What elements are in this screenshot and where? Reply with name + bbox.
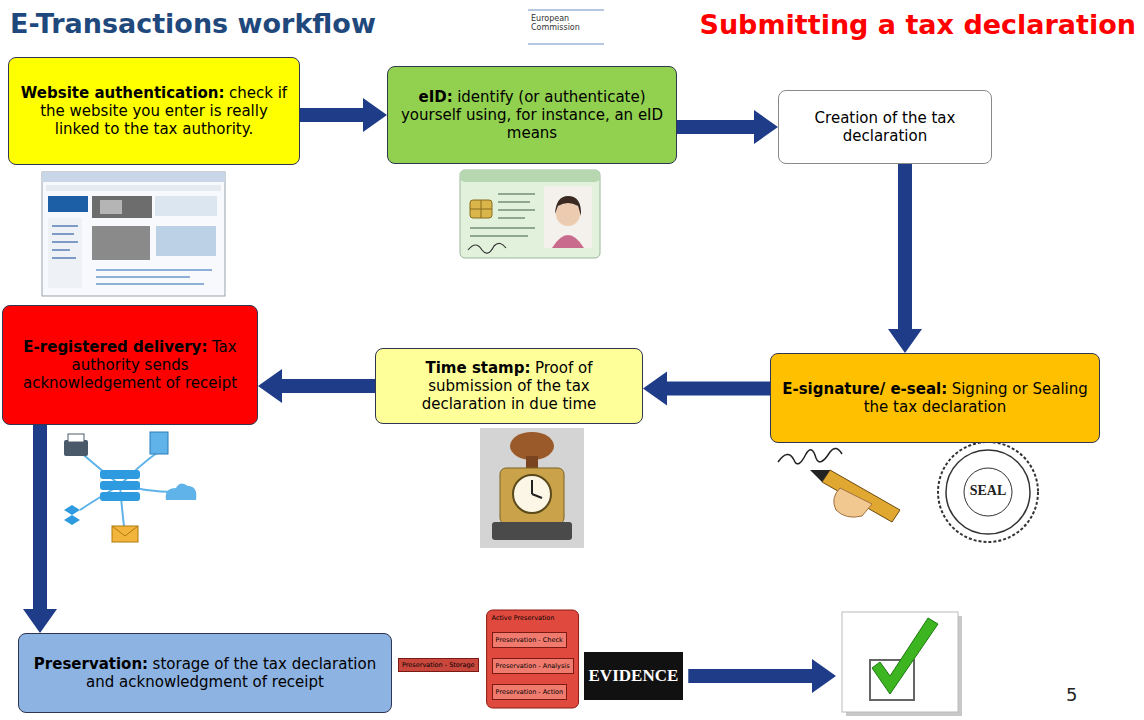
process-box: eID:identify (or authenticate) yourself … xyxy=(387,66,677,164)
evidence-image: EVIDENCE xyxy=(584,652,684,700)
eid-card xyxy=(460,170,600,258)
eid-card-part xyxy=(470,200,492,218)
preservation-heading: Active Preservation xyxy=(492,614,555,622)
slide-subtitle: Submitting a tax declaration xyxy=(699,9,1136,40)
box-heading: E-signature/ e-seal: xyxy=(782,380,947,398)
logo-lines xyxy=(528,10,604,44)
box-heading: Website authentication: xyxy=(21,84,225,102)
slide-title: E-Transactions workflow xyxy=(10,8,376,39)
company-seal-part xyxy=(938,442,1038,542)
box-text: Preservation:storage of the tax declarat… xyxy=(28,655,382,691)
delivery-icons-part xyxy=(100,470,140,479)
process-box: E-registered delivery:Tax authority send… xyxy=(2,305,258,425)
box-heading: eID: xyxy=(418,88,452,106)
flow-arrow xyxy=(23,425,57,633)
signature-pen-part xyxy=(834,488,872,517)
time-stamp-photo-part xyxy=(500,468,564,524)
eid-card-part xyxy=(544,186,592,248)
browser-screenshot-part xyxy=(96,270,212,284)
preservation-step: Preservation - Check xyxy=(492,632,567,648)
eid-card-part xyxy=(556,202,580,226)
eid-card-part xyxy=(552,235,584,248)
signature-pen xyxy=(778,448,900,522)
box-heading: Time stamp: xyxy=(426,359,531,377)
delivery-icons-part xyxy=(150,432,168,454)
browser-screenshot-part xyxy=(92,226,150,260)
page-number: 5 xyxy=(1066,684,1077,705)
time-stamp-photo-part xyxy=(480,428,584,548)
flow-arrow xyxy=(258,369,375,403)
preservation-step: Preservation - Action xyxy=(492,684,568,700)
box-text: Creation of the tax declaration xyxy=(788,109,982,145)
box-heading: E-registered delivery: xyxy=(23,338,207,356)
flow-arrow xyxy=(888,164,922,353)
browser-screenshot-part xyxy=(155,196,217,216)
box-text: E-registered delivery:Tax authority send… xyxy=(12,338,248,392)
eid-card-part xyxy=(470,200,492,218)
delivery-icons-part xyxy=(68,434,84,442)
browser-screenshot-part xyxy=(156,226,216,256)
preservation-step: Preservation - Analysis xyxy=(492,658,574,674)
eid-card-part xyxy=(468,243,506,253)
delivery-icons xyxy=(64,432,196,542)
result-arrow xyxy=(688,659,836,693)
logo-text: European Commission xyxy=(531,14,601,32)
browser-screenshot-part xyxy=(42,172,225,296)
time-stamp-photo xyxy=(480,428,584,548)
browser-screenshot xyxy=(42,172,225,296)
box-heading: Preservation: xyxy=(34,655,148,673)
browser-screenshot-part xyxy=(46,185,221,191)
signature-pen-part xyxy=(822,470,900,522)
company-seal xyxy=(938,442,1038,542)
check-box-part xyxy=(842,612,958,712)
time-stamp-photo-part xyxy=(492,522,572,540)
process-box: Website authentication:check if the webs… xyxy=(8,57,300,165)
process-box: Time stamp:Proof of submission of the ta… xyxy=(375,348,643,424)
delivery-icons-part xyxy=(112,526,138,542)
flow-arrow xyxy=(677,110,778,144)
eid-card-part xyxy=(555,196,581,216)
browser-screenshot-part xyxy=(48,196,88,212)
flow-arrow xyxy=(300,98,387,132)
process-box: Creation of the tax declaration xyxy=(778,90,992,164)
browser-screenshot-part xyxy=(100,200,122,214)
browser-screenshot-part xyxy=(48,218,82,288)
company-seal-part xyxy=(946,450,1030,534)
preservation-step: Preservation - Storage xyxy=(398,658,479,672)
process-box: Preservation:storage of the tax declarat… xyxy=(18,633,392,713)
signature-pen-part xyxy=(810,470,830,482)
process-box: E-signature/ e-seal:Signing or Sealing t… xyxy=(770,353,1100,443)
browser-screenshot-part xyxy=(52,226,78,258)
time-stamp-photo-part xyxy=(532,480,542,498)
box-text: E-signature/ e-seal:Signing or Sealing t… xyxy=(780,380,1090,416)
box-text: eID:identify (or authenticate) yourself … xyxy=(397,88,667,142)
preservation-frame xyxy=(487,610,579,708)
flow-arrow xyxy=(643,372,770,406)
delivery-icons-part xyxy=(166,483,197,500)
check-box xyxy=(842,612,962,716)
logo-lines-part xyxy=(528,44,604,45)
eid-card-part xyxy=(460,170,600,258)
box-text: Time stamp:Proof of submission of the ta… xyxy=(385,359,633,413)
logo-lines-part xyxy=(528,10,604,11)
eid-card-part xyxy=(460,170,600,182)
delivery-icons-part xyxy=(78,450,172,526)
eid-card-part xyxy=(470,194,535,236)
box-text: Website authentication:check if the webs… xyxy=(18,84,290,138)
delivery-icons-part xyxy=(100,481,140,490)
time-stamp-photo-part xyxy=(510,432,554,460)
browser-screenshot-part xyxy=(92,196,152,218)
delivery-icons-part xyxy=(100,492,140,501)
delivery-icons-part xyxy=(64,505,80,525)
seal-text: SEAL xyxy=(953,483,1023,499)
browser-screenshot-part xyxy=(42,172,225,182)
check-box-part xyxy=(872,618,938,694)
time-stamp-photo-part xyxy=(513,475,551,513)
box-body: Creation of the tax declaration xyxy=(815,109,956,145)
delivery-icons-part xyxy=(112,526,138,536)
signature-pen-part xyxy=(778,448,842,463)
